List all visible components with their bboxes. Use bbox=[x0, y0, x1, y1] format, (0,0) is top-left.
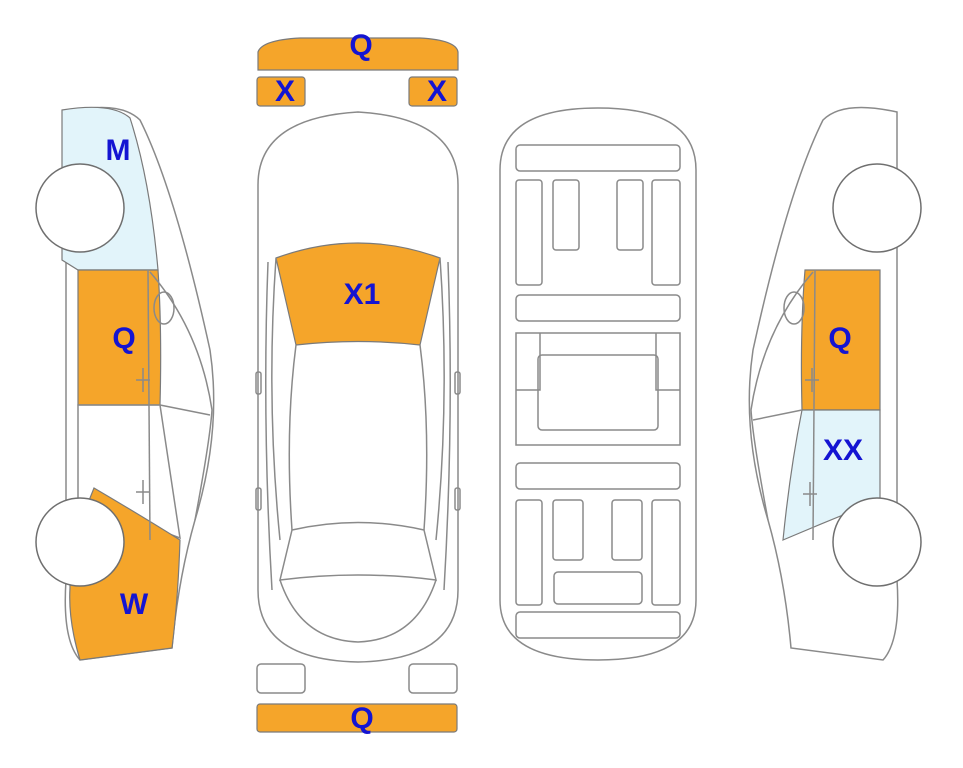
left-front-fender-label: M bbox=[106, 134, 131, 167]
rear-parts: Q bbox=[256, 663, 458, 735]
car-top-view: X1 bbox=[255, 111, 461, 663]
front-bumper-zone[interactable] bbox=[257, 37, 459, 71]
left-taillight[interactable] bbox=[256, 663, 306, 694]
right-taillight[interactable] bbox=[408, 663, 458, 694]
car-right-side-view: Q XX bbox=[748, 106, 922, 661]
left-headlight-zone[interactable] bbox=[256, 76, 306, 107]
left-headlight-label: X bbox=[275, 75, 295, 108]
left-rear-quarter-label: W bbox=[120, 588, 149, 621]
right-headlight-zone[interactable] bbox=[408, 76, 458, 107]
left-front-door-label: Q bbox=[112, 322, 135, 355]
right-rear-door-label: XX bbox=[823, 434, 863, 467]
right-headlight-label: X bbox=[427, 75, 447, 108]
right-front-door-label: Q bbox=[828, 322, 851, 355]
rear-bumper-zone[interactable] bbox=[256, 703, 458, 733]
car-underbody-view bbox=[499, 107, 697, 661]
front-bumper-label: Q bbox=[349, 29, 372, 62]
rear-bumper-label: Q bbox=[350, 702, 373, 735]
car-left-side-view: M Q W bbox=[35, 106, 215, 661]
windshield-label: X1 bbox=[344, 278, 381, 311]
front-parts: Q X X bbox=[256, 29, 459, 108]
